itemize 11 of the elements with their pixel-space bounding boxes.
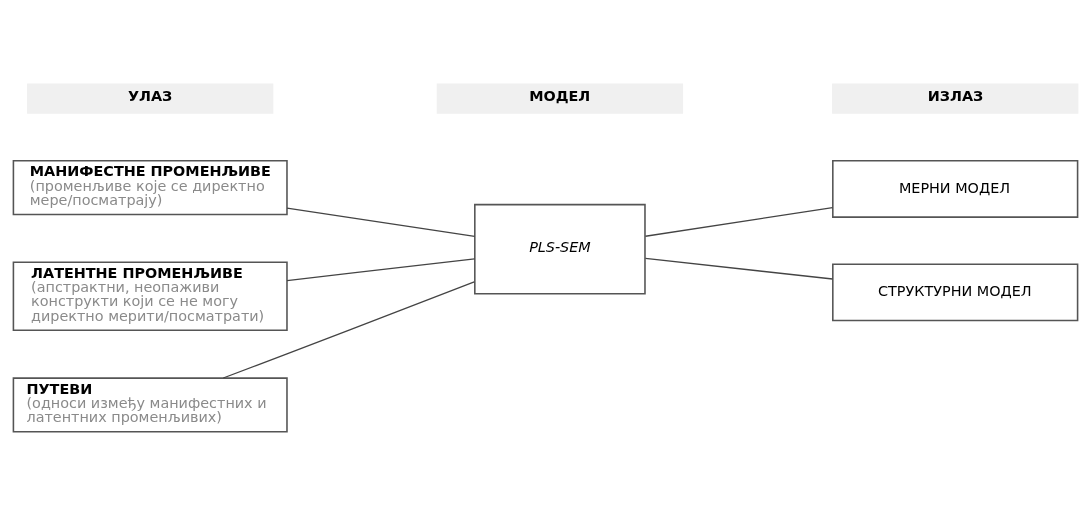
node-box: ПУТЕВИ (односи између манифестних и латентних променљивих)	[12, 377, 288, 433]
connector	[286, 258, 476, 282]
connector	[644, 257, 834, 280]
connector	[286, 207, 476, 238]
node-box: PLS-SEM	[474, 203, 646, 295]
connector	[222, 281, 475, 379]
connector	[644, 206, 834, 237]
node-box: СТРУКТУРНИ МОДЕЛ	[832, 263, 1079, 322]
node-box: МАНИФЕСТНЕ ПРОМЕНЉИВЕ (променљиве које се директно мере/посматрају)	[12, 160, 288, 216]
node-box: МЕРНИ МОДЕЛ	[832, 160, 1079, 218]
node-box: ЛАТЕНТНЕ ПРОМЕНЉИВЕ (апстрактни, неопаживи конструкти који се не могу директно мерити/посматрати)	[12, 261, 288, 332]
